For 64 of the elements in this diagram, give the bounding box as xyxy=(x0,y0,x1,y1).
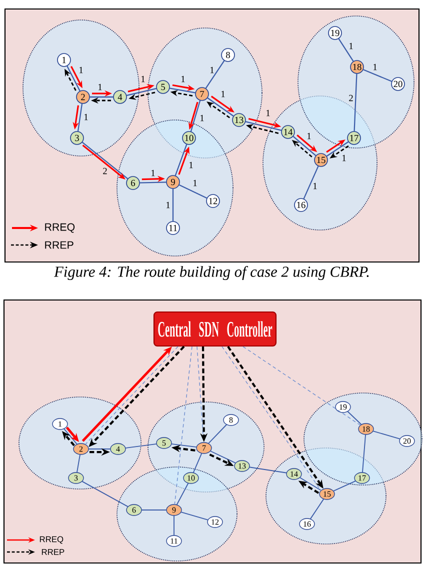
legend-label: RREQ xyxy=(45,223,75,233)
link-line xyxy=(326,141,349,157)
link-line xyxy=(90,96,114,98)
controller-box: Central SDN Controller xyxy=(153,311,277,347)
edge-label: 1 xyxy=(342,154,346,162)
link-line xyxy=(372,430,400,440)
link-line xyxy=(66,66,81,92)
link-line xyxy=(76,454,81,474)
link-line xyxy=(303,166,319,200)
legend-label: RREP xyxy=(45,241,74,249)
link-line xyxy=(347,410,362,426)
edge-label: 1 xyxy=(181,76,185,82)
link-line xyxy=(245,121,282,131)
link-line xyxy=(139,182,167,184)
link-line xyxy=(292,136,316,156)
link-line xyxy=(172,188,174,222)
edge-label: 1 xyxy=(308,132,311,140)
edge-label: 1 xyxy=(84,114,88,120)
link-line xyxy=(207,97,234,117)
link-line xyxy=(126,88,157,96)
edge-label: 1 xyxy=(166,202,170,208)
legend-label: RREP xyxy=(42,549,64,555)
link-line xyxy=(124,444,158,448)
link-line xyxy=(192,452,202,474)
link-line xyxy=(362,68,392,82)
link-line xyxy=(170,443,198,448)
edge-label: 1 xyxy=(189,162,193,168)
link-line xyxy=(310,498,324,520)
edge-label: 1 xyxy=(350,42,353,50)
link-line xyxy=(208,424,228,444)
link-line xyxy=(362,434,366,473)
edge-label: 1 xyxy=(210,66,214,74)
edge-label: 1 xyxy=(79,66,83,74)
link-line xyxy=(210,450,236,464)
link-line xyxy=(332,480,356,492)
edge-label: 1 xyxy=(374,64,377,70)
link-line xyxy=(178,184,208,199)
edge-label: 1 xyxy=(266,110,270,116)
link-line xyxy=(77,103,83,132)
link-line xyxy=(169,88,196,94)
edge-label: 1 xyxy=(200,114,204,122)
edge-label: 1 xyxy=(141,76,145,82)
link-line xyxy=(176,482,189,506)
link-line xyxy=(174,144,188,176)
caption: Figure 4: The route building of case 2 using CBRP. xyxy=(54,266,369,280)
link-line xyxy=(180,512,208,520)
link-line xyxy=(88,448,111,450)
link-line xyxy=(82,480,128,508)
edge-label: 1 xyxy=(151,170,155,176)
link-line xyxy=(248,466,288,474)
dashed-line xyxy=(174,346,192,505)
link-line xyxy=(354,73,358,132)
edge-label: 1 xyxy=(314,182,317,190)
edge-label: 2 xyxy=(349,94,353,102)
dashed-line xyxy=(242,346,361,426)
link-line xyxy=(63,428,78,445)
edge-label: 1 xyxy=(221,90,225,98)
link-line xyxy=(299,477,322,491)
link-line xyxy=(190,100,201,132)
legend-label: RREQ xyxy=(40,536,64,544)
edge-label: 1 xyxy=(193,180,197,186)
edge-label: 2 xyxy=(103,168,107,174)
edge-label: 1 xyxy=(98,84,102,90)
link-line xyxy=(205,60,225,89)
